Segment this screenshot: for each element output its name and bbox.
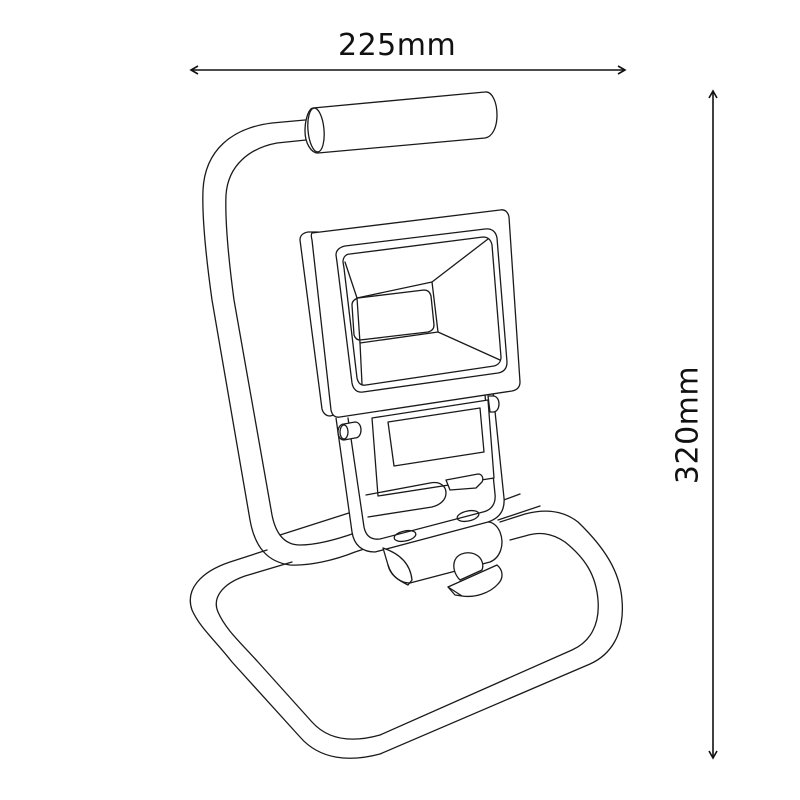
power-cable bbox=[365, 481, 447, 518]
height-dimension-line bbox=[708, 89, 718, 760]
pivot-bolt-left bbox=[337, 421, 362, 441]
pivot-bolt-right bbox=[487, 395, 500, 413]
led-reflector bbox=[335, 228, 508, 393]
led-chip-panel bbox=[351, 289, 435, 341]
bracket-hole bbox=[393, 529, 417, 543]
width-dimension-line bbox=[189, 65, 627, 75]
floodlight-housing bbox=[299, 209, 521, 418]
width-dimension-label: 225mm bbox=[338, 28, 457, 63]
tube-clamp bbox=[382, 521, 503, 586]
carry-handle bbox=[304, 91, 498, 154]
base-loop bbox=[189, 510, 624, 759]
bracket-hole bbox=[456, 509, 480, 523]
junction-box bbox=[371, 399, 495, 497]
height-dimension-label: 320mm bbox=[670, 365, 706, 485]
adjustment-knob bbox=[447, 552, 503, 598]
